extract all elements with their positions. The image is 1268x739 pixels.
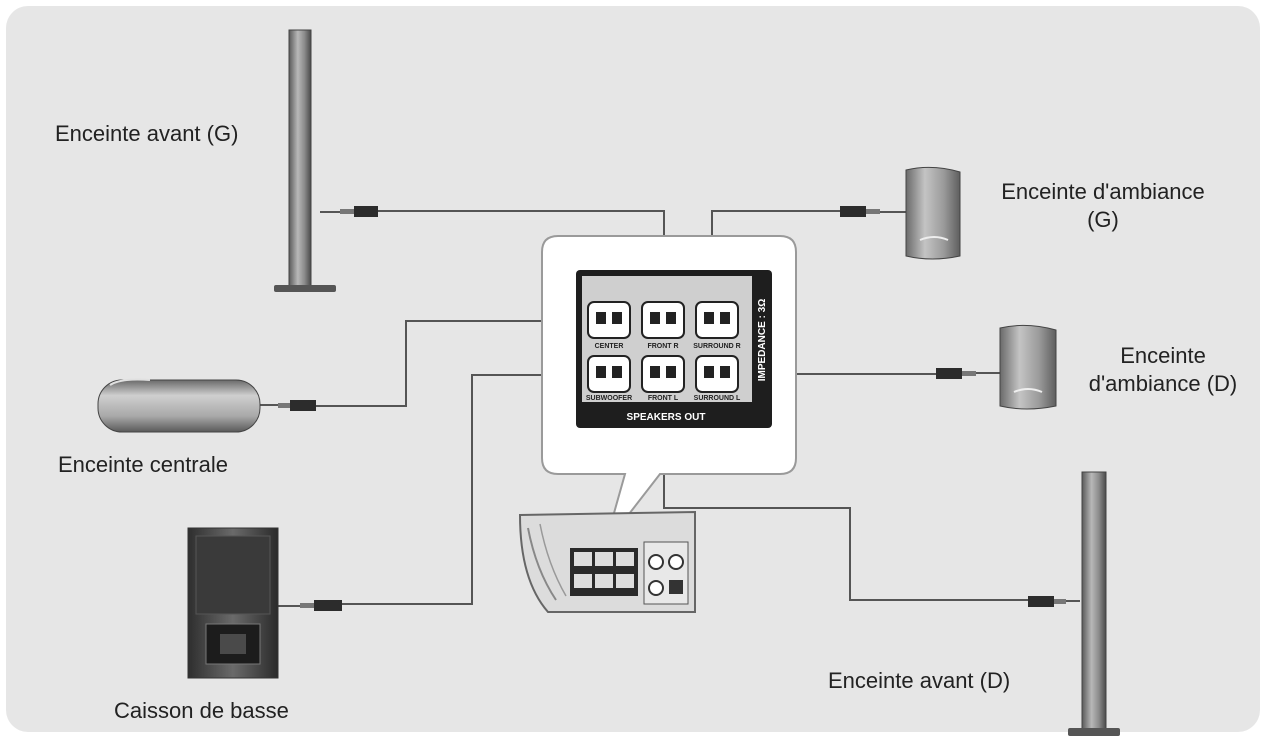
plug-center [290,400,316,411]
label-surround-right: Enceinte d'ambiance (D) [1068,342,1258,397]
surround-left-speaker-icon [905,166,961,260]
terminal-front-r: FRONT R [641,301,685,350]
label-surround-left: Enceinte d'ambiance (G) [978,178,1228,233]
surround-right-speaker-icon [999,324,1057,410]
receiver-unit-icon [518,510,696,613]
terminal-front-l-label: FRONT L [648,395,679,402]
label-surround-left-line2: (G) [1087,206,1119,232]
terminal-surround-r-label: SURROUND R [693,343,740,350]
impedance-label: IMPEDANCE : 3Ω [757,299,768,381]
label-surround-right-line1: Enceinte [1120,343,1206,368]
terminal-center: CENTER [587,301,631,350]
speakers-out-callout: SPEAKERS OUT IMPEDANCE : 3Ω CENTER FRONT… [541,235,797,546]
label-front-left: Enceinte avant (G) [55,121,239,146]
front-right-speaker-icon [1068,471,1120,736]
plug-subwoofer [314,600,342,611]
terminal-front-l: FRONT L [641,355,685,402]
plug-surround-left [840,206,866,217]
terminal-subwoofer: SUBWOOFER [586,355,632,402]
wire-plugs [278,206,1066,611]
label-front-right: Enceinte avant (D) [828,668,1011,693]
terminal-surround-l-label: SURROUND L [694,395,741,402]
plug-front-right [1028,596,1054,607]
terminal-center-label: CENTER [595,343,624,350]
center-speaker-icon [97,378,261,433]
plug-surround-right [936,368,962,379]
terminal-surround-r: SURROUND R [693,301,741,350]
speakers-out-label: SPEAKERS OUT [627,412,706,423]
label-center: Enceinte centrale [58,452,228,477]
terminal-front-r-label: FRONT R [647,343,678,350]
subwoofer-speaker-icon [187,527,279,679]
wire-center-run [316,320,590,407]
wire-subwoofer-run [342,374,590,605]
front-left-speaker-icon [274,29,336,292]
label-subwoofer: Caisson de basse [114,698,289,723]
label-surround-left-line1: Enceinte d'ambiance [1001,179,1205,204]
terminal-subwoofer-label: SUBWOOFER [586,395,632,402]
label-surround-right-line2: d'ambiance (D) [1088,370,1238,396]
terminal-surround-l: SURROUND L [694,355,741,402]
plug-front-left [354,206,378,217]
